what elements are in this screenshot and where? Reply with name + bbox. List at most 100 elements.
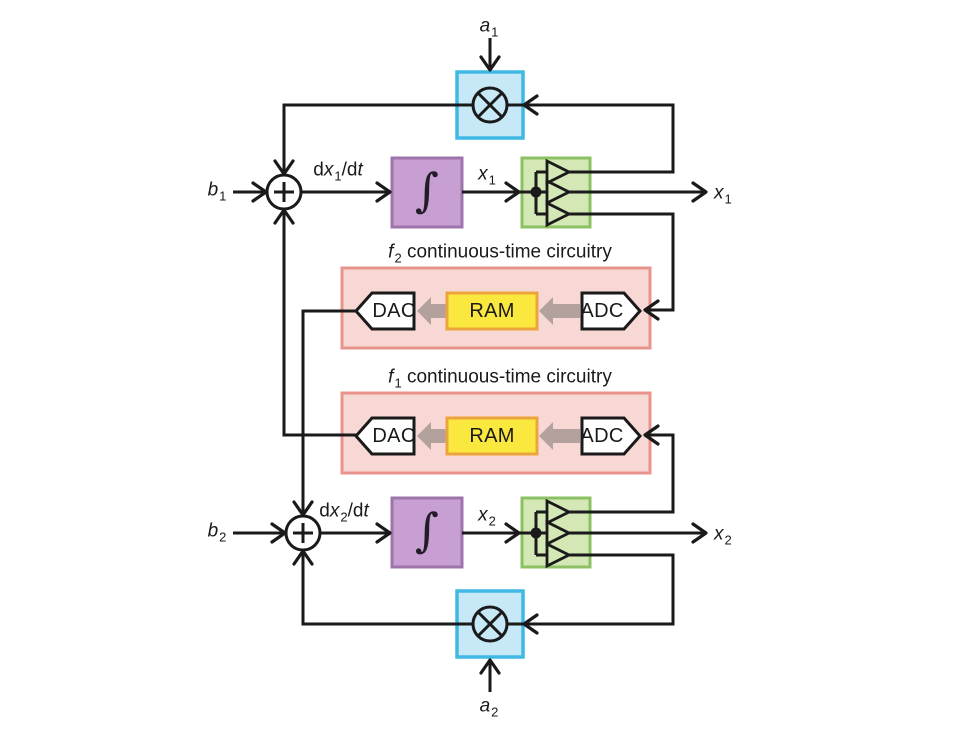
dac-label-f1: DAC — [372, 425, 416, 447]
label-x1-output: x1 — [714, 182, 732, 206]
buffer-triangle-icon — [545, 498, 573, 526]
label-x2-sub: 2 — [488, 513, 496, 529]
label-x1-out-base: x — [714, 182, 724, 204]
label-d: d — [319, 500, 330, 522]
label-dx1dt: dx1/dt — [313, 159, 363, 183]
f2-block-title: f2 continuous-time circuitry — [388, 241, 612, 265]
wire-dac-f2-to-sum2 — [301, 309, 356, 513]
label-x1-out-sub: 1 — [724, 191, 732, 207]
integrator-1-box — [390, 156, 464, 229]
ram-to-dac-arrow-f1 — [417, 422, 447, 450]
adc-label-f2: ADC — [580, 300, 624, 322]
arrowheads — [251, 55, 708, 675]
junction-dot — [530, 527, 542, 539]
buffer-triangle-icon — [545, 541, 573, 569]
dac-shape-f2 — [353, 291, 416, 331]
arrowhead-down — [479, 55, 501, 72]
label-x: x — [323, 159, 334, 181]
label-t: t — [363, 500, 369, 522]
label-x: x — [329, 500, 340, 522]
label-x1-sub: 1 — [488, 172, 496, 188]
adc-shape-f1 — [580, 416, 643, 456]
label-x2-out-sub: 2 — [724, 532, 732, 548]
wires — [233, 38, 704, 692]
plus-icon — [274, 182, 294, 202]
integrator-symbol-2: ∫ — [415, 503, 439, 557]
junction-dot — [530, 186, 542, 198]
multiplier-2-icon — [471, 605, 509, 643]
f1-title-rest: continuous-time circuitry — [401, 366, 612, 388]
arrowhead-right — [375, 181, 392, 203]
buffer-1-fanout — [530, 158, 573, 228]
f1-block-title: f1 continuous-time circuitry — [388, 366, 612, 390]
adc-shape-f2 — [580, 291, 643, 331]
multiplier-1-icon — [471, 86, 509, 124]
label-a1: a1 — [479, 15, 499, 39]
label-a2-base: a — [479, 695, 491, 717]
label-a2-sub: 2 — [491, 704, 499, 720]
wire-buffer1-to-adc-f2 — [569, 212, 675, 312]
label-b2: b2 — [207, 520, 227, 544]
label-a2: a2 — [479, 695, 499, 719]
f2-title-var: f — [388, 241, 394, 263]
label-sub: 1 — [334, 168, 342, 184]
label-over-d: /d — [347, 500, 364, 522]
label-d: d — [313, 159, 324, 181]
label-x2-out-base: x — [714, 523, 724, 545]
label-over-d: /d — [341, 159, 358, 181]
ram-box-f1 — [445, 416, 539, 456]
wire-mult2-to-sum2 — [301, 553, 524, 626]
buffer-2-fanout — [530, 498, 573, 569]
sum-junction-2 — [284, 514, 322, 552]
arrowhead-right — [504, 522, 521, 544]
buffer-triangle-icon — [545, 158, 573, 186]
label-b2-sub: 2 — [219, 529, 227, 545]
label-b1-base: b — [207, 179, 219, 201]
label-x2-base: x — [478, 504, 488, 526]
label-sub: 2 — [340, 509, 348, 525]
label-b1: b1 — [207, 179, 227, 203]
arrowhead-left — [643, 299, 660, 321]
adc-to-ram-arrow-f2 — [539, 297, 580, 325]
integrator-symbol-1: ∫ — [415, 163, 439, 217]
ram-label-f2: RAM — [469, 300, 515, 322]
wire-buffer2-to-adc-f1 — [569, 433, 675, 514]
label-t: t — [357, 159, 363, 181]
f1-title-sub: 1 — [394, 375, 402, 391]
label-x2-state: x2 — [478, 504, 496, 528]
dac-shape-f1 — [353, 416, 416, 456]
arrowhead-right — [504, 181, 521, 203]
arrowhead-left — [522, 94, 539, 116]
label-b2-base: b — [207, 520, 219, 542]
wire-buffer2-to-mult2 — [524, 553, 675, 626]
wire-dac-f1-to-sum1 — [282, 213, 356, 437]
label-a1-sub: 1 — [491, 24, 499, 40]
adc-to-ram-arrow-f1 — [539, 422, 580, 450]
label-b1-sub: 1 — [219, 188, 227, 204]
buffer-triangle-icon — [545, 178, 573, 206]
buffer-triangle-icon — [545, 519, 573, 547]
multiply-cross-icon — [476, 91, 504, 119]
arrowhead-left — [643, 424, 660, 446]
arrowhead-right — [691, 181, 708, 203]
sum-junction-1 — [265, 173, 303, 211]
ram-label-f1: RAM — [469, 425, 515, 447]
label-x1-base: x — [478, 163, 488, 185]
label-x2-output: x2 — [714, 523, 732, 547]
f2-title-rest: continuous-time circuitry — [401, 241, 612, 263]
data-flow-arrows — [417, 297, 580, 450]
buffer-triangle-icon — [545, 200, 573, 228]
adc-label-f1: ADC — [580, 425, 624, 447]
label-dx2dt: dx2/dt — [319, 500, 369, 524]
arrowhead-right — [375, 522, 392, 544]
f2-title-sub: 2 — [394, 250, 402, 266]
wire-mult1-to-sum1 — [282, 103, 524, 171]
wire-buffer1-to-mult1 — [524, 103, 675, 174]
arrowhead-right — [691, 522, 708, 544]
dac-label-f2: DAC — [372, 300, 416, 322]
plus-icon — [293, 523, 313, 543]
ram-box-f2 — [445, 291, 539, 331]
label-a1-base: a — [479, 15, 491, 37]
